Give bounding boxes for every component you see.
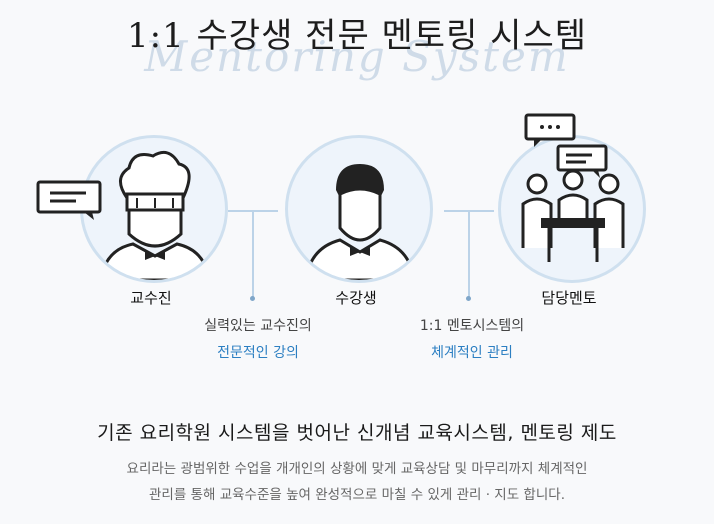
description-line: 요리라는 광범위한 수업을 개개인의 상황에 맞게 교육상담 및 마무리까지 체… — [126, 461, 588, 477]
student-icon — [304, 164, 416, 280]
background-script-text: Mentoring System — [144, 32, 570, 81]
chef-icon — [99, 150, 211, 280]
connector-dot — [250, 296, 255, 301]
connector-line — [252, 210, 254, 298]
connector-line — [468, 210, 470, 298]
benefit-professor: 실력있는 교수진의 전문적인 강의 — [148, 313, 368, 367]
section-headline: 기존 요리학원 시스템을 벗어난 신개념 교육시스템, 멘토링 제도 — [97, 422, 617, 444]
page-title: 1:1 수강생 전문 멘토링 시스템 — [126, 16, 588, 56]
benefit-mentor: 1:1 멘토시스템의 체계적인 관리 — [362, 313, 582, 367]
role-label-student: 수강생 — [335, 289, 377, 307]
benefit-line: 1:1 멘토시스템의 — [419, 318, 525, 334]
chat-bubble-icon — [524, 113, 580, 153]
section-description: 요리라는 광범위한 수업을 개개인의 상황에 맞게 교육상담 및 마무리까지 체… — [0, 456, 714, 508]
benefit-highlight: 체계적인 관리 — [431, 345, 513, 361]
chef-circle — [80, 135, 228, 283]
description-line: 관리를 통해 교육수준을 높여 완성적으로 마칠 수 있게 관리 · 지도 합니… — [149, 487, 565, 503]
role-label-mentor: 담당멘토 — [541, 289, 597, 307]
connector-dot — [466, 296, 471, 301]
mentor-meeting-icon — [521, 169, 625, 262]
student-circle — [285, 135, 433, 283]
chat-bubble-icon — [36, 180, 106, 224]
role-label-professor: 교수진 — [130, 289, 172, 307]
benefit-highlight: 전문적인 강의 — [217, 345, 299, 361]
chat-bubble-icon — [556, 144, 612, 184]
benefit-line: 실력있는 교수진의 — [204, 318, 312, 334]
